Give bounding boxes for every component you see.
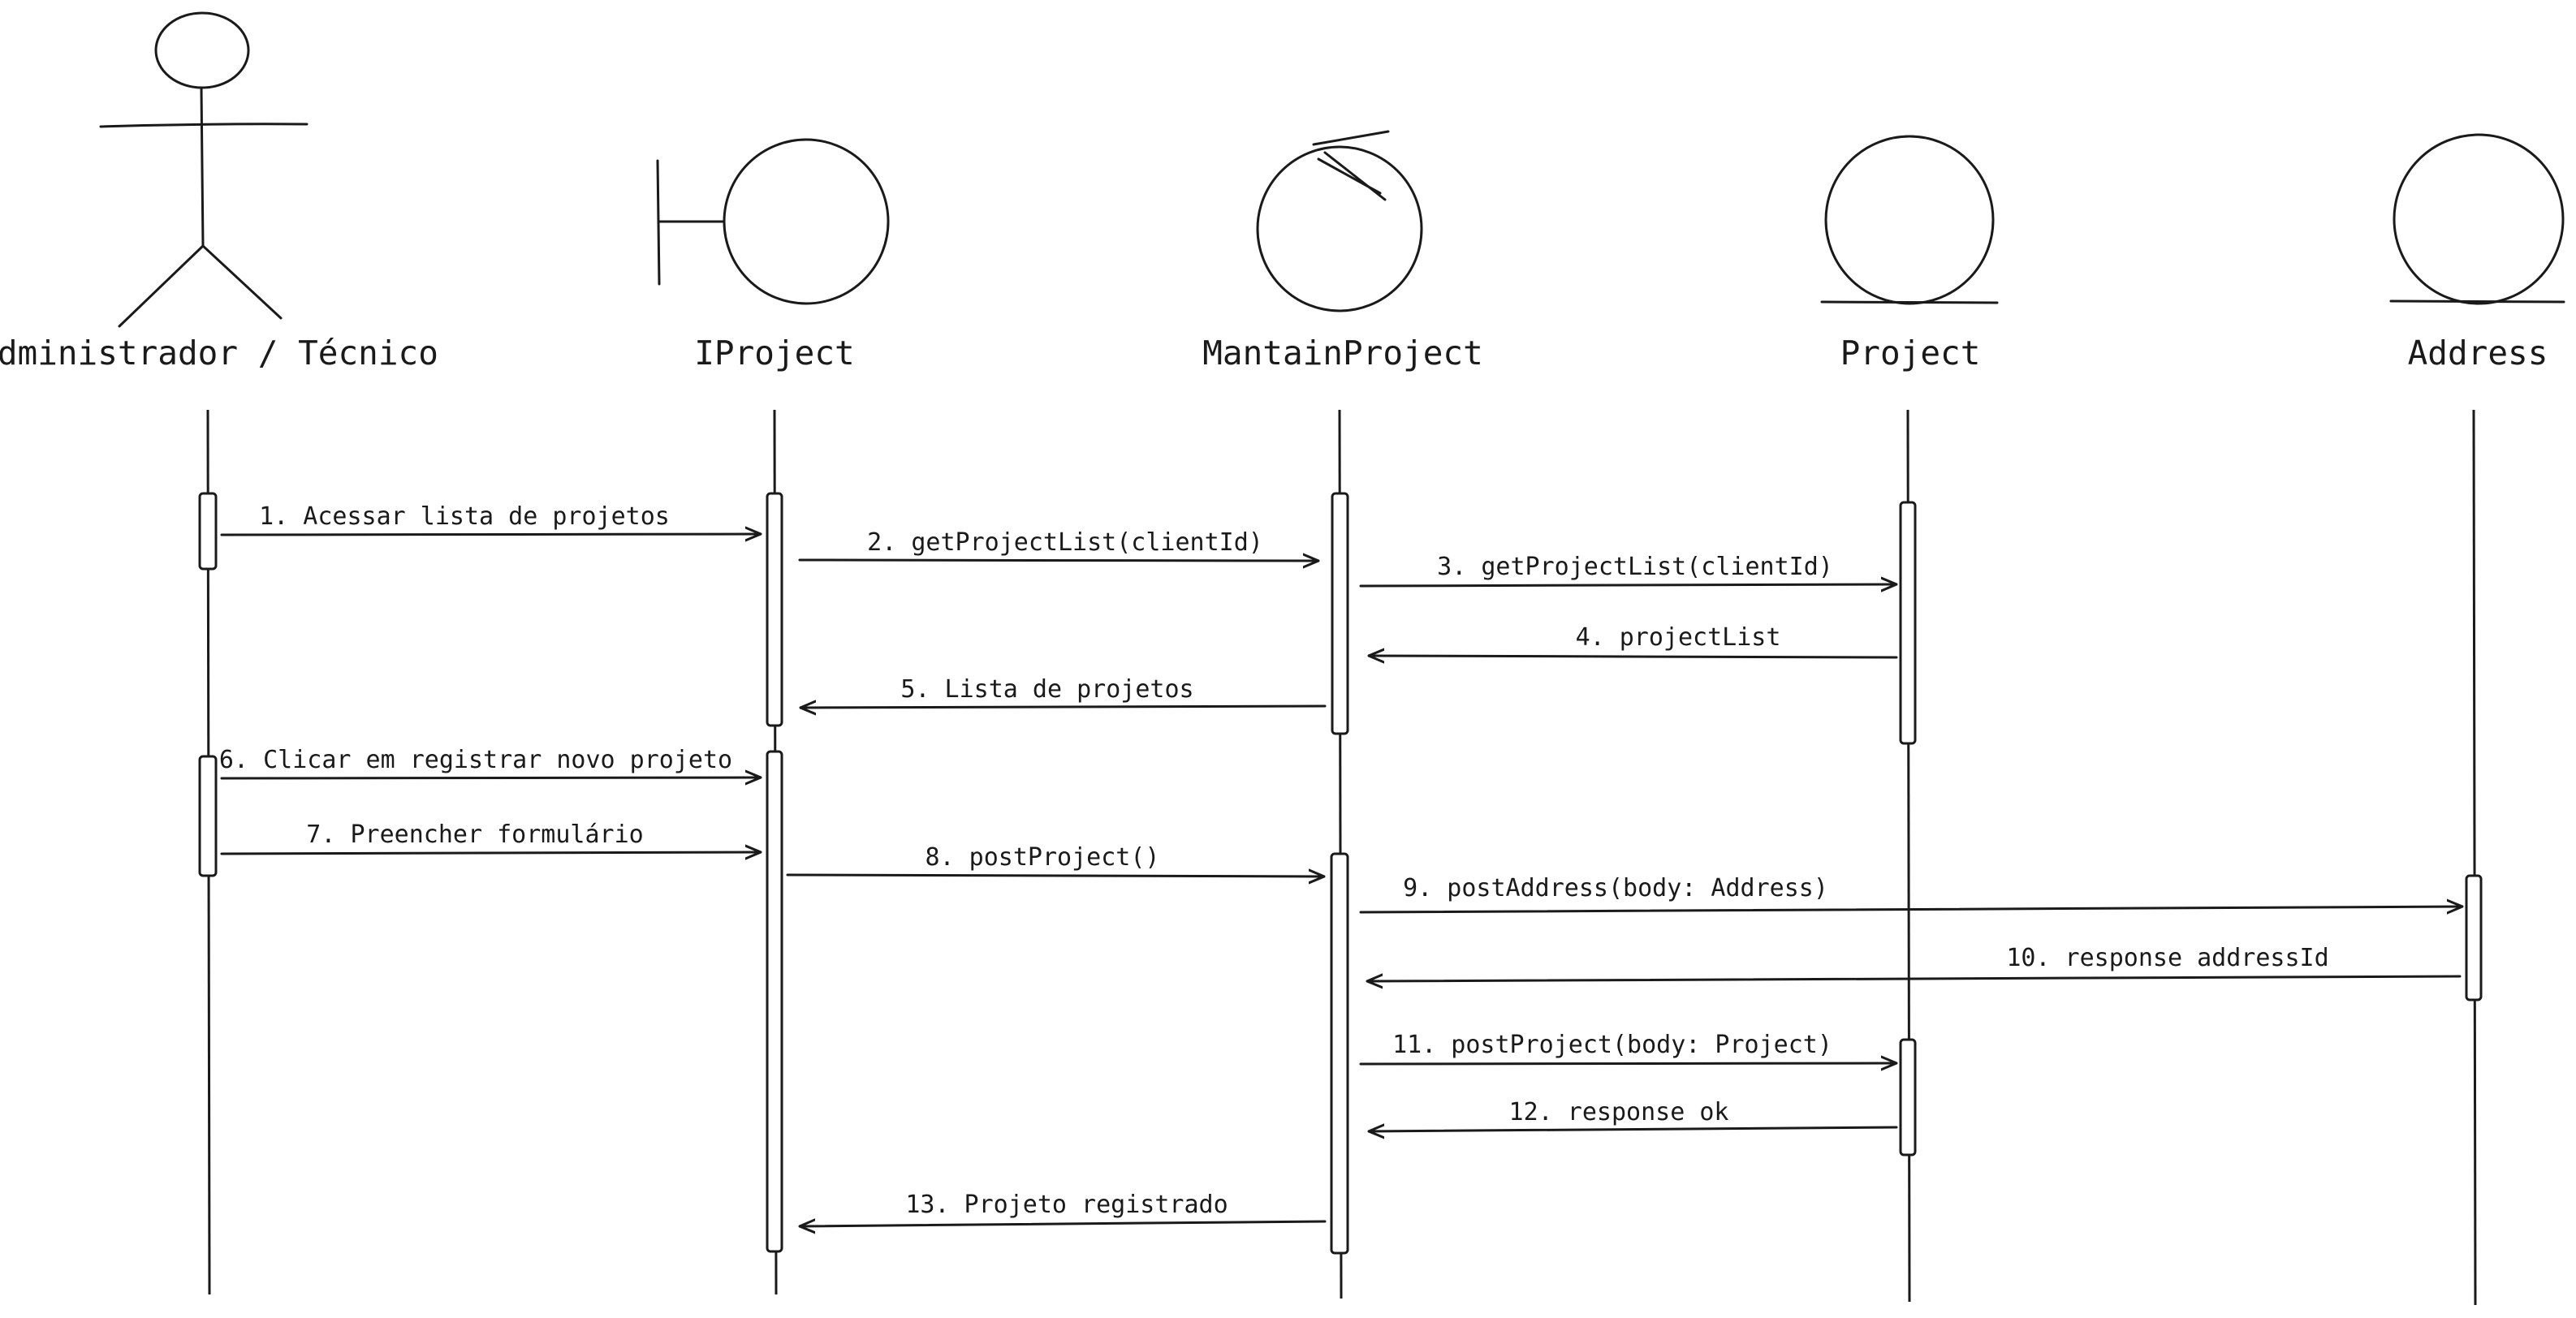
message-arrow [1367, 1127, 1898, 1131]
activation-bar [1330, 852, 1349, 1255]
message-label: 8. postProject() [926, 843, 1160, 872]
message-arrow [220, 852, 762, 854]
participant-label-maintain: MantainProject [1202, 334, 1483, 373]
message-label: 1. Acessar lista de projetos [259, 502, 670, 531]
message-label: 10. response addressId [2006, 944, 2328, 972]
message-label: 9. postAddress(body: Address) [1403, 874, 1828, 902]
message-arrow [220, 777, 762, 778]
message-arrow [1359, 1063, 1898, 1064]
participant-label-project: Project [1840, 334, 1981, 373]
message-label: 4. projectList [1576, 623, 1781, 652]
message-label: 13. Projeto registrado [905, 1191, 1228, 1219]
entity-icon [1820, 135, 1999, 305]
boundary-icon [656, 138, 890, 305]
message-arrow [786, 875, 1326, 877]
activation-bar [1331, 492, 1349, 735]
lifeline-address [2472, 409, 2477, 1306]
message-label: 5. Lista de projetos [900, 675, 1193, 704]
activation-bar [766, 750, 783, 1253]
message-arrow [1367, 656, 1898, 657]
message-label: 2. getProjectList(clientId) [867, 528, 1263, 557]
control-icon [1256, 130, 1423, 312]
message-arrow [798, 560, 1320, 561]
message-label: 3. getProjectList(clientId) [1437, 553, 1833, 581]
message-arrow [1366, 976, 2462, 981]
participant-label-iproject: IProject [694, 334, 854, 373]
message-arrow [798, 1221, 1327, 1226]
activation-bar [1899, 1038, 1917, 1156]
activation-bar [2465, 874, 2483, 1001]
entity-icon [2389, 133, 2565, 305]
message-label: 12. response ok [1509, 1098, 1729, 1126]
message-arrow [799, 706, 1327, 708]
activation-bar [198, 492, 218, 571]
participant-label-address: Address [2408, 334, 2548, 373]
activation-bar [766, 492, 783, 727]
message-label: 7. Preencher formulário [306, 821, 643, 849]
message-arrow [220, 534, 762, 535]
actor-icon [99, 11, 309, 328]
message-label: 6. Clicar em registrar novo projeto [219, 746, 732, 774]
activation-bar [198, 755, 218, 877]
message-arrow [1359, 907, 2464, 912]
message-arrow [1359, 584, 1898, 586]
participant-label-actor: Administrador / Técnico [0, 334, 438, 373]
message-label: 11. postProject(body: Project) [1392, 1031, 1832, 1059]
activation-bar [1899, 501, 1917, 745]
